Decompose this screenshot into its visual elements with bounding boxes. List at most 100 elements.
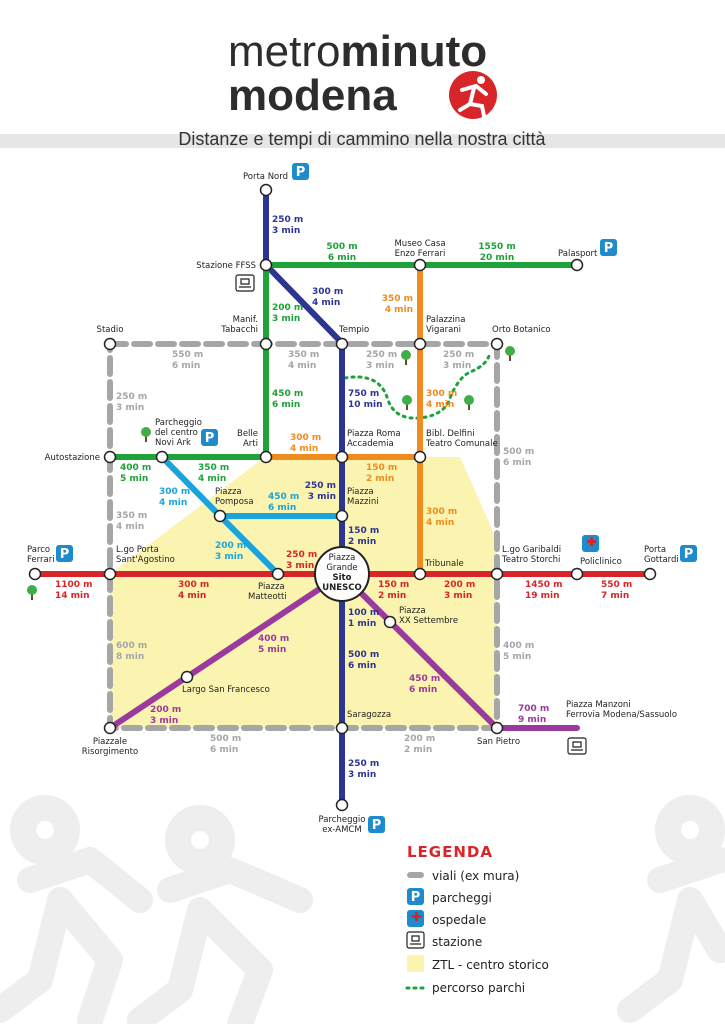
svg-text:UNESCO: UNESCO: [322, 583, 361, 593]
parking-icon: P: [368, 816, 385, 833]
station-labels: Porta Nord Stazione FFSS Museo Casa Enzo…: [27, 172, 679, 835]
station-san-francesco: [180, 670, 194, 684]
station-tribunale: [413, 567, 427, 581]
svg-text:stazione: stazione: [432, 935, 482, 949]
svg-text:19 min: 19 min: [525, 591, 560, 601]
svg-text:10 min: 10 min: [348, 400, 383, 410]
svg-text:P: P: [684, 547, 694, 562]
svg-text:6 min: 6 min: [172, 361, 200, 371]
station-amcm: [335, 798, 349, 812]
svg-text:Gottardi: Gottardi: [644, 555, 679, 565]
svg-text:2 min: 2 min: [366, 474, 394, 484]
svg-text:Manif.: Manif.: [233, 315, 258, 325]
svg-text:del centro: del centro: [155, 428, 198, 438]
svg-text:Palasport: Palasport: [558, 249, 598, 259]
svg-text:P: P: [604, 241, 614, 256]
svg-text:3 min: 3 min: [348, 770, 376, 780]
station-gottardi: [643, 567, 657, 581]
svg-text:3 min: 3 min: [308, 492, 336, 502]
svg-text:Parco: Parco: [27, 545, 50, 555]
tree-icon: [402, 395, 412, 410]
svg-text:1 min: 1 min: [348, 619, 376, 629]
svg-text:2 min: 2 min: [348, 537, 376, 547]
svg-text:Grande: Grande: [326, 563, 357, 573]
svg-text:1450 m: 1450 m: [525, 580, 563, 590]
svg-text:4 min: 4 min: [426, 400, 454, 410]
train-icon: [235, 274, 255, 292]
svg-text:Parcheggio: Parcheggio: [319, 815, 366, 825]
svg-text:6 min: 6 min: [268, 503, 296, 513]
tree-icon: [401, 350, 411, 365]
svg-text:6 min: 6 min: [348, 661, 376, 671]
svg-text:3 min: 3 min: [272, 314, 300, 324]
svg-text:5 min: 5 min: [503, 652, 531, 662]
svg-text:Accademia: Accademia: [347, 439, 394, 449]
svg-text:Porta Nord: Porta Nord: [243, 172, 288, 182]
svg-text:8 min: 8 min: [116, 652, 144, 662]
legend-item-parcheggi: P parcheggi: [407, 888, 492, 905]
svg-text:Palazzina: Palazzina: [426, 315, 465, 325]
svg-text:250 m: 250 m: [305, 481, 336, 491]
tree-icons: [27, 346, 515, 600]
red-distances: 1100 m14 min 300 m4 min 250 m3 min 150 m…: [55, 550, 632, 601]
svg-text:Sito: Sito: [333, 573, 352, 583]
parks-path: [343, 350, 492, 420]
svg-text:Vigarani: Vigarani: [426, 325, 461, 335]
svg-text:250 m: 250 m: [366, 350, 397, 360]
svg-text:550 m: 550 m: [601, 580, 632, 590]
svg-text:350 m: 350 m: [198, 463, 229, 473]
svg-text:4 min: 4 min: [426, 518, 454, 528]
svg-text:300 m: 300 m: [159, 487, 190, 497]
svg-text:Stazione FFSS: Stazione FFSS: [196, 261, 256, 271]
svg-text:250 m: 250 m: [272, 215, 303, 225]
svg-text:5 min: 5 min: [120, 474, 148, 484]
svg-text:20 min: 20 min: [480, 253, 515, 263]
svg-text:L.go Porta: L.go Porta: [116, 545, 159, 555]
svg-text:P: P: [411, 890, 421, 905]
svg-text:viali (ex mura): viali (ex mura): [432, 869, 519, 883]
svg-text:Matteotti: Matteotti: [248, 592, 287, 602]
svg-text:Parcheggio: Parcheggio: [155, 418, 202, 428]
svg-text:Enzo Ferrari: Enzo Ferrari: [395, 249, 446, 259]
svg-text:5 min: 5 min: [258, 645, 286, 655]
svg-text:4 min: 4 min: [159, 498, 187, 508]
svg-text:600 m: 600 m: [116, 641, 147, 651]
svg-text:Piazza: Piazza: [399, 606, 426, 616]
svg-text:1100 m: 1100 m: [55, 580, 93, 590]
svg-text:200 m: 200 m: [404, 734, 435, 744]
svg-text:4 min: 4 min: [385, 305, 413, 315]
station-matteotti: [271, 567, 285, 581]
svg-text:Piazza: Piazza: [215, 487, 242, 497]
legend-item-viali: viali (ex mura): [407, 869, 519, 883]
svg-text:2 min: 2 min: [378, 591, 406, 601]
svg-text:350 m: 350 m: [382, 294, 413, 304]
station-belle-arti: [259, 450, 273, 464]
grey-distances: 550 m6 min 350 m4 min 250 m3 min 250 m3 …: [116, 350, 534, 755]
station-saragozza: [335, 721, 349, 735]
svg-text:6 min: 6 min: [409, 685, 437, 695]
svg-text:Piazza: Piazza: [347, 487, 374, 497]
svg-text:ZTL - centro storico: ZTL - centro storico: [432, 958, 549, 972]
parking-icons: P P P P P P: [56, 163, 697, 833]
svg-text:300 m: 300 m: [426, 389, 457, 399]
station-piazza-roma: [335, 450, 349, 464]
svg-text:3 min: 3 min: [443, 361, 471, 371]
svg-text:7 min: 7 min: [601, 591, 629, 601]
cyan-distances: 300 m4 min 450 m6 min 200 m3 min: [159, 487, 299, 562]
station-garibaldi: [490, 567, 504, 581]
header-band: [0, 134, 725, 148]
subtitle: Distanze e tempi di cammino nella nostra…: [178, 129, 546, 149]
cyan-line-b: [217, 513, 281, 577]
station-autostazione: [103, 450, 117, 464]
purple-distances: 400 m5 min 200 m3 min 450 m6 min 700 m9 …: [150, 634, 549, 726]
svg-text:4 min: 4 min: [312, 298, 340, 308]
svg-text:300 m: 300 m: [290, 433, 321, 443]
svg-text:Teatro Storchi: Teatro Storchi: [501, 555, 560, 565]
svg-text:Mazzini: Mazzini: [347, 497, 379, 507]
svg-text:P: P: [205, 431, 215, 446]
legend: LEGENDA viali (ex mura) P parcheggi ospe…: [405, 843, 549, 995]
svg-text:Novi Ark: Novi Ark: [155, 438, 191, 448]
svg-text:750 m: 750 m: [348, 389, 379, 399]
station-s-agostino: [103, 567, 117, 581]
